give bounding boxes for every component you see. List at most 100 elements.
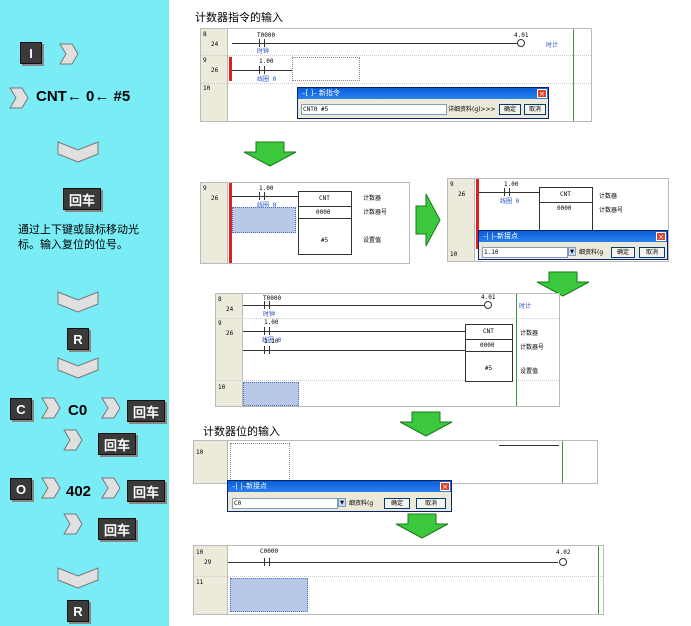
green-down-arrow-icon — [536, 271, 590, 297]
step-number: 24 — [211, 41, 219, 48]
new-contact-dialog: –| |–新接点 × C0 ▼ 细资料(g 确定 取消 — [227, 480, 452, 512]
error-marker — [229, 183, 232, 263]
right-chevron-icon — [9, 87, 29, 109]
contact-address: 1.00 — [259, 185, 274, 192]
contact-comment: 线圈 0 — [257, 202, 277, 209]
insert-position — [230, 443, 290, 481]
rung-number: 11 — [196, 579, 204, 586]
key-enter: 回车 — [127, 480, 165, 502]
detail-toggle[interactable]: 细资料(g — [349, 500, 374, 507]
key-o: O — [10, 478, 32, 500]
cancel-button[interactable]: 取消 — [639, 247, 665, 258]
right-chevron-icon — [101, 397, 121, 419]
dropdown-icon[interactable]: ▼ — [568, 247, 576, 256]
instruction-note: 通过上下键或鼠标移动光标。输入复位的位号。 — [18, 223, 139, 251]
contact-comment: 时钟 — [257, 48, 270, 55]
ladder-panel-5: 10 — [193, 440, 598, 484]
cancel-button[interactable]: 取消 — [524, 104, 546, 115]
ok-button[interactable]: 确定 — [384, 498, 410, 509]
contact-address: 1.10 — [264, 338, 279, 345]
rung-number: 9 — [450, 181, 454, 188]
cnt-label: CNT — [483, 328, 494, 335]
ok-button[interactable]: 确定 — [499, 104, 521, 115]
contact-address: 1.00 — [264, 319, 279, 326]
rung-number: 8 — [218, 296, 222, 303]
cnt-instruction-box: CNT 0000 #5 — [298, 191, 352, 255]
ok-button[interactable]: 确定 — [611, 247, 635, 258]
contact-address: 1.00 — [259, 58, 274, 65]
coil-address: 4.01 — [514, 32, 529, 39]
detail-toggle[interactable]: 细资料(g — [579, 249, 604, 256]
cnt-setvalue: #5 — [485, 365, 493, 372]
rung-number: 10 — [203, 85, 211, 92]
cnt-instruction-box: CNT 0000 — [539, 187, 593, 233]
rung-number: 9 — [218, 320, 222, 327]
new-instruction-dialog: –[ ]– 新指令 × CNT0 #5 详细资料(g)>>> 确定 取消 — [297, 87, 549, 119]
ladder-panel-2: 9 26 1.00 线圈 0 CNT 0000 #5 计数器 计数器号 设置值 — [200, 182, 410, 264]
dropdown-icon[interactable]: ▼ — [338, 498, 346, 507]
rung-number: 10 — [450, 251, 458, 258]
cursor-selection — [243, 382, 299, 406]
key-r: R — [67, 600, 89, 622]
coil-comment: 时计 — [546, 42, 559, 49]
green-down-arrow-icon — [243, 141, 297, 167]
operand-desc: 计数器号 — [363, 209, 388, 216]
rung-number: 9 — [203, 185, 207, 192]
section-title-counter-instr: 计数器指令的输入 — [195, 11, 283, 24]
close-icon[interactable]: × — [656, 232, 666, 241]
coil-symbol — [484, 301, 492, 309]
cnt-number: 0000 — [480, 342, 495, 349]
contact-symbol — [504, 188, 510, 196]
contact-comment: 时钟 — [263, 311, 276, 318]
right-chevron-icon — [41, 477, 61, 499]
instruction-sidebar: I CNT← 0← #5 回车 通过上下键或鼠标移动光标。输入复位的位号。 R … — [0, 0, 169, 626]
key-enter: 回车 — [63, 188, 101, 210]
right-chevron-icon — [59, 43, 79, 65]
step-number: 24 — [226, 306, 234, 313]
cnt-instruction-text: CNT← 0← #5 — [36, 88, 131, 105]
instruction-input[interactable]: CNT0 #5 — [301, 104, 447, 115]
green-right-arrow-icon — [415, 193, 441, 247]
rung-number: 10 — [196, 449, 204, 456]
ladder-panel-4: 8 24 9 26 10 T0000 时钟 4.01 时计 1.00 线圈 0 … — [215, 293, 560, 407]
step-number: 29 — [204, 559, 212, 566]
contact-address: T0000 — [257, 32, 276, 39]
step-number: 26 — [226, 330, 234, 337]
rung-number: 10 — [196, 549, 204, 556]
close-icon[interactable]: × — [537, 89, 547, 98]
contact-comment: 线圈 0 — [500, 198, 520, 205]
contact-address: 1.00 — [504, 181, 519, 188]
cursor-selection — [232, 207, 296, 233]
contact-input[interactable]: 1.10 — [482, 247, 568, 258]
right-bus-bar — [598, 546, 599, 614]
cursor-selection — [230, 578, 308, 612]
rung-number: 10 — [218, 384, 226, 391]
key-enter: 回车 — [98, 518, 136, 540]
down-chevron-icon — [57, 567, 99, 589]
contact-symbol — [259, 39, 265, 47]
row-gutter — [201, 29, 228, 121]
contact-symbol — [264, 558, 270, 566]
key-i: I — [20, 42, 42, 64]
contact-input[interactable]: C0 — [232, 498, 338, 509]
close-icon[interactable]: × — [440, 482, 450, 491]
right-bus-bar — [562, 441, 563, 483]
dialog-title: –| |–新接点 — [479, 231, 667, 242]
key-enter: 回车 — [98, 433, 136, 455]
right-chevron-icon — [63, 513, 83, 535]
operand-desc: 设置值 — [520, 368, 539, 375]
right-chevron-icon — [41, 397, 61, 419]
coil-symbol — [559, 558, 567, 566]
detail-toggle[interactable]: 详细资料(g)>>> — [448, 106, 496, 113]
down-chevron-icon — [57, 141, 99, 163]
operand-desc: 计数器 — [520, 330, 539, 337]
step-number: 26 — [211, 195, 219, 202]
rung-number: 9 — [203, 57, 207, 64]
down-chevron-icon — [57, 357, 99, 379]
contact-symbol — [264, 301, 270, 309]
green-down-arrow-icon — [395, 513, 449, 539]
cancel-button[interactable]: 取消 — [416, 498, 446, 509]
contact-symbol — [259, 66, 265, 74]
right-bus-bar — [573, 29, 574, 121]
right-chevron-icon — [63, 429, 83, 451]
